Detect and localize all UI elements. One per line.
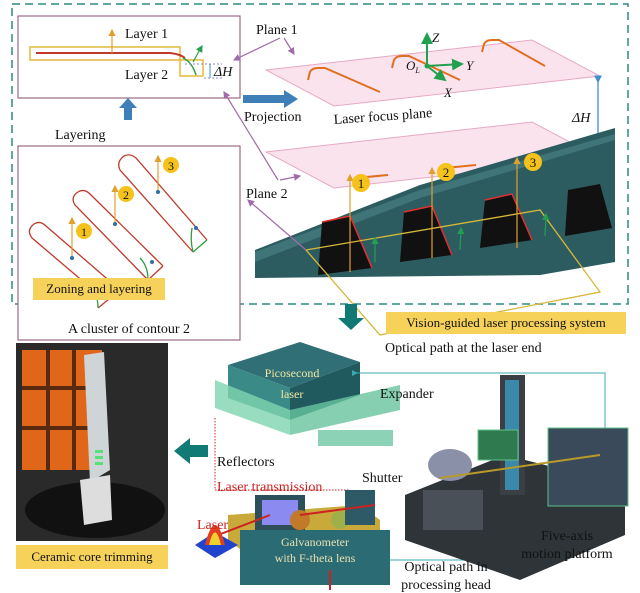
- laser-transmission-label: Laser transmission: [217, 480, 322, 495]
- zoning-layering-label: Zoning and layering: [33, 278, 165, 300]
- normal-arrows: [68, 154, 162, 258]
- model-zone-3: 3: [524, 153, 542, 171]
- svg-text:3: 3: [530, 155, 537, 170]
- left-arrow-icon: [174, 438, 208, 464]
- laser-focus-plane: [264, 39, 602, 107]
- layer1-label: Layer 1: [125, 27, 168, 42]
- zone-marker-3: 3: [163, 157, 179, 173]
- reflectors-label: Reflectors: [217, 455, 275, 470]
- layer2-label: Layer 2: [125, 68, 168, 83]
- laser-label: Laser: [197, 518, 228, 533]
- picosecond-label-1: Picosecond: [265, 366, 320, 380]
- five-axis-label-1: Five-axis: [541, 529, 593, 544]
- projection-arrow-icon: [243, 90, 298, 108]
- optical-head-label-2: processing head: [401, 578, 491, 593]
- ceramic-core-photo: [16, 343, 168, 541]
- five-axis-label-2: motion platform: [521, 547, 612, 562]
- layering-label: Layering: [55, 128, 106, 143]
- cluster-box: [17, 145, 241, 341]
- delta-h-right-label: ΔH: [571, 111, 591, 126]
- axis-z-label: Z: [432, 30, 440, 45]
- zoning-dashed-border: [11, 3, 629, 305]
- picosecond-label-2: laser: [281, 387, 304, 401]
- optical-head-label-1: Optical path in: [404, 560, 487, 575]
- plane2-label: Plane 2: [246, 187, 288, 202]
- ceramic-core-trimming-label: Ceramic core trimming: [16, 545, 168, 569]
- expander-label: Expander: [380, 387, 434, 402]
- cluster-label: A cluster of contour 2: [68, 322, 190, 337]
- coordinate-axes-icon: [421, 32, 464, 82]
- optical-laser-end-label: Optical path at the laser end: [385, 341, 542, 356]
- zone-marker-2: 2: [118, 186, 134, 202]
- five-axis-machine: [405, 375, 629, 580]
- svg-text:1: 1: [81, 225, 87, 239]
- model-zone-2: 2: [437, 163, 455, 181]
- shutter-label: Shutter: [362, 471, 403, 486]
- picosecond-laser-unit: [215, 342, 400, 446]
- gaussian-beam-profile-icon: [195, 525, 238, 558]
- svg-text:1: 1: [358, 176, 365, 191]
- processing-head: [217, 490, 390, 590]
- svg-text:2: 2: [443, 165, 450, 180]
- down-arrow-icon: [338, 304, 364, 330]
- delta-h-label: ΔH: [213, 65, 233, 80]
- cluster-contours: [28, 154, 208, 309]
- axis-x-label: X: [443, 85, 453, 100]
- svg-text:3: 3: [168, 159, 174, 173]
- system-label: Vision-guided laser processing system: [386, 312, 626, 334]
- laser-focus-plane-label: Laser focus plane: [333, 106, 433, 128]
- galvanometer-label-2: with F-theta lens: [275, 551, 356, 565]
- laser-transmission-path: [214, 418, 353, 498]
- projection-label: Projection: [244, 110, 302, 125]
- origin-label: OL: [406, 58, 420, 75]
- layer-box: [17, 15, 241, 99]
- axis-y-label: Y: [466, 58, 475, 73]
- model-zone-1: 1: [352, 174, 370, 192]
- galvanometer-label-1: Galvanometer: [281, 535, 349, 549]
- layering-arrow-icon: [119, 98, 137, 120]
- svg-text:2: 2: [123, 188, 129, 202]
- zone-marker-1: 1: [76, 223, 92, 239]
- plane1-label: Plane 1: [256, 23, 298, 38]
